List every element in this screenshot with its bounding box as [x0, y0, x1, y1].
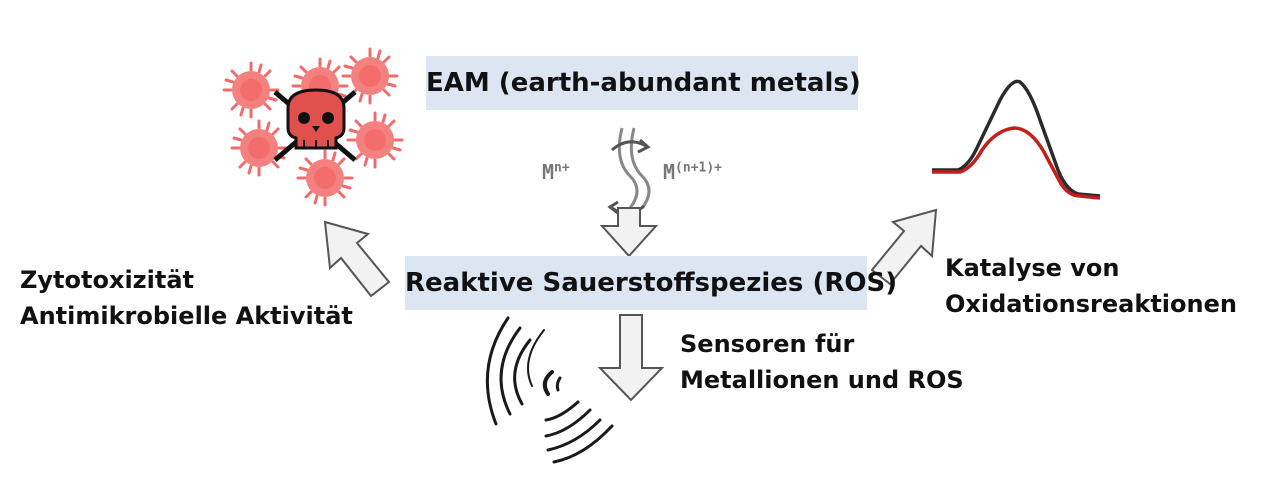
label-line: Antimikrobielle Aktivität: [20, 302, 353, 330]
metal-ion-high: M(n+1)+: [663, 160, 722, 184]
sensor-waves-icon: [485, 316, 614, 464]
arrow-ros-to-sensors: [597, 314, 665, 402]
skull-icon: [273, 88, 357, 162]
label-line: Metallionen und ROS: [680, 366, 964, 394]
ros-box: Reaktive Sauerstoffspezies (ROS): [405, 256, 897, 310]
metal-charge: n+: [554, 160, 570, 176]
cytotoxicity-label: Zytotoxizität Antimikrobielle Aktivität: [20, 262, 353, 334]
arrow-ros-to-catalysis: [870, 208, 938, 286]
oxidation-curve-icon: [932, 79, 1101, 200]
arrow-eam-to-ros: [599, 207, 659, 258]
metal-charge: (n+1)+: [675, 160, 723, 176]
eam-box: EAM (earth-abundant metals): [426, 56, 861, 110]
metal-symbol: M: [663, 160, 676, 184]
redox-cycle-icon: [607, 127, 651, 216]
label-line: Zytotoxizität: [20, 266, 195, 294]
arrow-ros-to-cytotoxicity: [323, 220, 391, 298]
label-line: Oxidationsreaktionen: [945, 290, 1237, 318]
metal-ion-low: Mn+: [542, 160, 570, 184]
catalysis-label: Katalyse von Oxidationsreaktionen: [945, 250, 1237, 322]
label-line: Katalyse von: [945, 254, 1120, 282]
label-line: Sensoren für: [680, 330, 855, 358]
metal-symbol: M: [542, 160, 555, 184]
sensors-label: Sensoren für Metallionen und ROS: [680, 326, 964, 398]
